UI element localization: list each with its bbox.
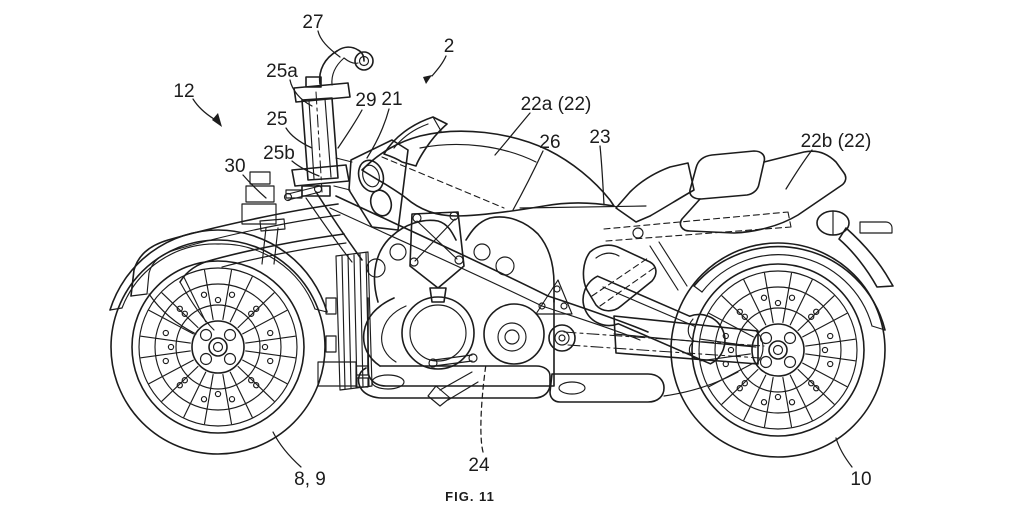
bracket-bolt — [409, 257, 419, 267]
ref-label-21: 21 — [381, 89, 402, 110]
seat-bolt — [632, 227, 644, 239]
ref-label-25a: 25a — [266, 61, 298, 82]
lower-clamp — [291, 164, 350, 197]
headlight — [333, 139, 409, 231]
bracket-bolt — [454, 255, 464, 265]
ref-label-30: 30 — [224, 156, 245, 177]
cylinder-banks — [373, 216, 555, 303]
generator-cover — [401, 296, 475, 370]
figure-caption: FIG. 11 — [445, 489, 495, 504]
leader-24 — [480, 363, 487, 453]
headlamp-lower — [369, 189, 393, 217]
side-cover — [582, 244, 657, 312]
rod-bolt — [468, 353, 478, 363]
license-bracket — [859, 221, 893, 234]
leader-8-9 — [272, 431, 302, 468]
leader-12-arrow — [212, 113, 222, 127]
leader-26 — [512, 150, 544, 211]
hidden-subframe — [603, 211, 792, 242]
floorboard-slot — [558, 381, 586, 395]
bracket-bolt — [412, 213, 422, 223]
ref-label-23: 23 — [589, 127, 610, 148]
leader-lines — [192, 30, 853, 468]
leader-22b — [785, 149, 813, 190]
drive-sprocket-center — [558, 334, 566, 342]
seat-front-wedge — [615, 162, 695, 223]
leader-10 — [835, 437, 853, 468]
leader-25a — [289, 79, 313, 107]
windscreen — [383, 116, 448, 167]
front-fender — [109, 229, 328, 313]
backrest-pad — [689, 150, 766, 200]
leader-2-arrow — [423, 75, 432, 84]
leader-21 — [366, 108, 390, 159]
engine — [366, 211, 576, 387]
head-detail — [389, 243, 407, 261]
headlamp-upper-inner — [362, 164, 380, 188]
handlebar — [318, 46, 374, 86]
exhaust-and-floorboards — [357, 297, 739, 407]
leader-27 — [317, 30, 341, 58]
ref-label-12: 12 — [173, 81, 194, 102]
ref-label-25b: 25b — [263, 143, 295, 164]
reference-labels: 27 2 12 25a 29 21 25 25b 30 22a (22) 26 … — [173, 12, 871, 490]
v-bracket-cross — [414, 218, 458, 262]
grip-end-inner — [358, 55, 370, 67]
muffler-end-cap — [687, 318, 697, 360]
generator-cover-inner — [409, 304, 467, 362]
rear-fender — [693, 245, 886, 331]
triangle-bracket — [535, 279, 573, 315]
radiator — [317, 251, 373, 391]
ref-label-24: 24 — [468, 455, 490, 476]
ref-label-10: 10 — [850, 469, 871, 490]
swingarm — [563, 315, 765, 365]
ref-label-26: 26 — [539, 132, 560, 153]
clutch-inner — [497, 322, 527, 352]
clutch-cover — [483, 303, 545, 365]
grip-end — [354, 51, 374, 71]
clutch-center — [504, 329, 520, 345]
leader-25b — [291, 160, 320, 177]
floorboard-slot — [371, 374, 405, 390]
leader-12 — [192, 98, 215, 120]
bracket-hole — [553, 285, 561, 293]
head-detail — [495, 256, 515, 276]
chain-line — [563, 331, 765, 359]
ref-label-29: 29 — [355, 90, 376, 111]
seat-and-tail — [603, 150, 894, 288]
ref-label-27: 27 — [302, 12, 323, 33]
bracket-hole — [538, 302, 546, 310]
ref-label-2: 2 — [444, 36, 455, 57]
ref-label-8-9: 8, 9 — [294, 469, 326, 490]
leader-22a — [494, 112, 531, 156]
leader-25 — [285, 127, 313, 149]
leader-30 — [242, 174, 267, 199]
ref-label-22a: 22a (22) — [521, 94, 592, 115]
crankcase — [367, 297, 555, 387]
rod-bolt — [428, 358, 438, 368]
head-detail — [366, 258, 386, 278]
steering-assembly — [291, 46, 374, 197]
front-wheel — [110, 239, 326, 455]
bracket-hole — [560, 302, 568, 310]
leader-29 — [337, 109, 363, 149]
ref-label-22b: 22b (22) — [801, 131, 872, 152]
steering-column — [301, 97, 339, 181]
upper-clamp — [293, 76, 351, 103]
leader-23 — [599, 145, 605, 206]
head-detail — [473, 243, 491, 261]
shift-rod — [433, 354, 473, 367]
fuel-tank-cover — [361, 130, 647, 217]
mud-flap — [838, 227, 894, 288]
side-stand — [427, 371, 479, 407]
tail-cowl — [679, 150, 847, 234]
drive-sprocket-inner — [554, 330, 570, 346]
front-suspension-arms — [130, 203, 347, 335]
leader-2 — [431, 55, 447, 77]
ref-label-25: 25 — [266, 109, 287, 130]
drive-sprocket — [548, 324, 576, 352]
